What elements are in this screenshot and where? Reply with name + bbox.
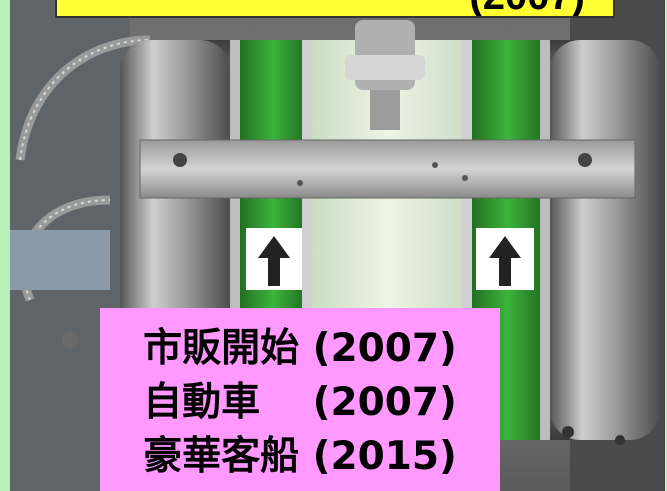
arrow-label-right	[476, 228, 534, 290]
arrow-label-left	[246, 228, 302, 290]
caption-box: 市販開始 (2007) 自動車 (2007) 豪華客船 (2015)	[100, 308, 500, 491]
caption-line-3: 豪華客船 (2015)	[143, 434, 457, 479]
caption-line-1: 市販開始 (2007)	[143, 326, 457, 371]
caption-line-2: 自動車 (2007)	[143, 380, 457, 425]
top-caption-banner: (2007)	[55, 0, 615, 18]
top-caption-text: (2007)	[469, 0, 585, 16]
